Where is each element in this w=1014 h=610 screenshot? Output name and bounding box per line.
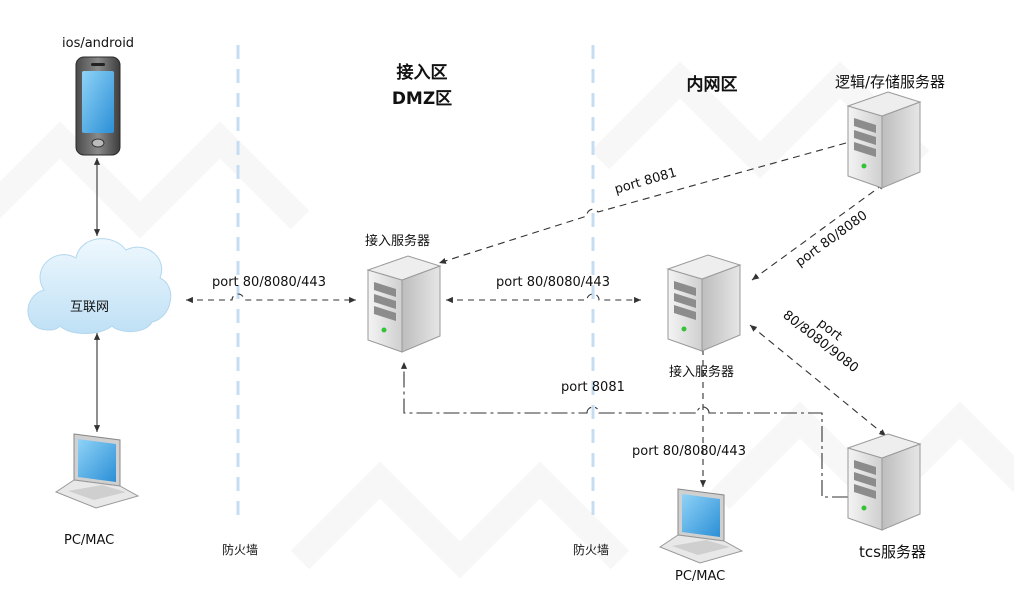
server-icon-dmz-access	[367, 255, 441, 353]
server-icon-logic-storage	[847, 91, 921, 189]
tcs-server-label: tcs服务器	[859, 543, 926, 561]
internet-cloud-icon	[27, 238, 172, 334]
zone-subtitle-dmz: DMZ区	[391, 89, 453, 109]
link-internet-dmz	[186, 293, 356, 304]
access-server-dmz-label: 接入服务器	[365, 234, 431, 249]
link-logic-to-dmz	[438, 142, 847, 264]
link-intranet-logic	[751, 182, 886, 281]
link-intranet-tcs	[749, 324, 887, 437]
link-dmz-intranet	[446, 293, 641, 304]
port-label-pc-intranet: port 80/8080/443	[632, 444, 746, 459]
server-icon-intranet-access	[667, 254, 741, 352]
mobile-label: ios/android	[62, 36, 135, 51]
pc-left-label: PC/MAC	[64, 533, 115, 548]
firewall-label-right: 防火墙	[573, 543, 610, 557]
logic-storage-server-label: 逻辑/存储服务器	[835, 73, 946, 91]
firewall-label-left: 防火墙	[222, 543, 259, 557]
mobile-phone-icon	[75, 56, 121, 156]
pc-intranet-label: PC/MAC	[675, 569, 726, 584]
zone-title-intranet: 内网区	[686, 75, 738, 95]
link-tcs-to-dmz	[400, 362, 848, 498]
port-label-dmz-intranet: port 80/8080/443	[496, 275, 610, 290]
zone-title-dmz: 接入区	[396, 63, 448, 83]
server-icon-tcs	[847, 433, 921, 531]
laptop-icon-left	[55, 433, 139, 509]
port-label-internet-dmz: port 80/8080/443	[212, 275, 326, 290]
port-label-tcs-dmz: port 8081	[561, 380, 625, 395]
access-server-intranet-label: 接入服务器	[669, 365, 735, 380]
internet-label: 互联网	[70, 300, 110, 315]
